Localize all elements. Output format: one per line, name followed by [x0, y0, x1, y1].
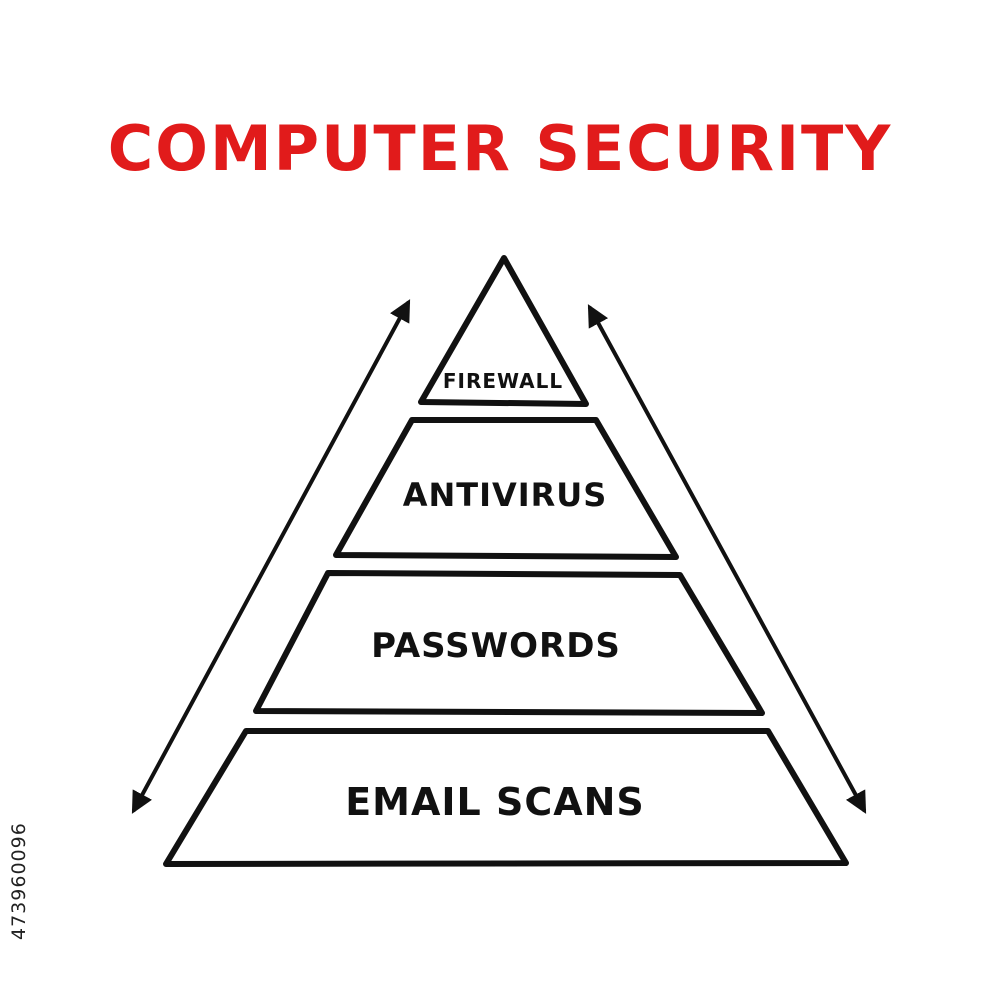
diagram-title: COMPUTER SECURITY [107, 112, 893, 185]
layer-label-firewall: FIREWALL [443, 369, 563, 393]
layer-label-antivirus: ANTIVIRUS [403, 476, 608, 514]
right-double-arrow-icon [587, 304, 867, 814]
layer-label-passwords: PASSWORDS [371, 626, 621, 666]
side-note-text: 473960096 [8, 822, 30, 940]
layer-label-email-scans: EMAIL SCANS [345, 780, 645, 824]
pyramid-layer-passwords: PASSWORDS [253, 570, 765, 716]
side-note-id: 473960096 [8, 760, 38, 940]
pyramid-layer-antivirus: ANTIVIRUS [333, 417, 679, 560]
pyramid-layer-firewall: FIREWALL [418, 255, 589, 407]
left-double-arrow-icon [131, 299, 411, 814]
pyramid-layer-email-scans: EMAIL SCANS [163, 728, 849, 867]
